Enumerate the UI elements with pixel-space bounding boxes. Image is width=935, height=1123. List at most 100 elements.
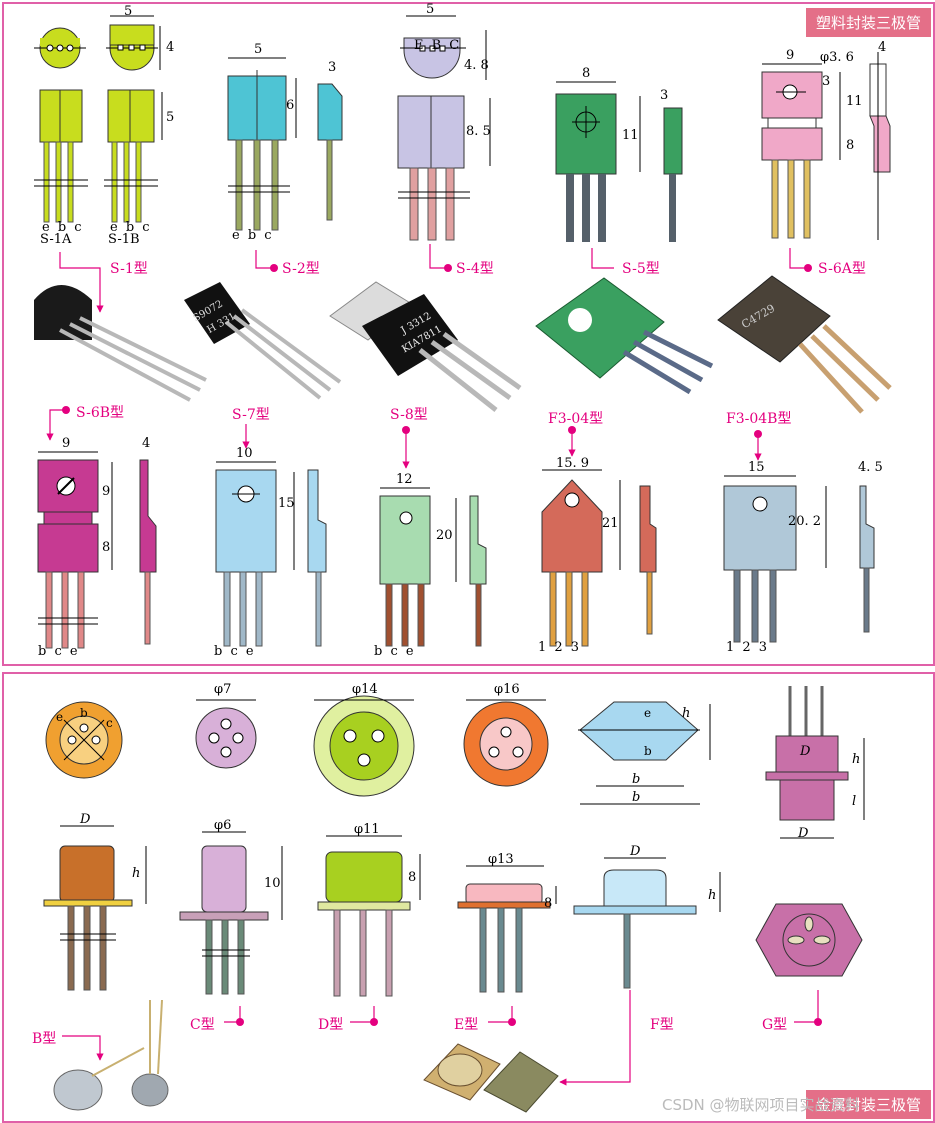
dim-s6a-h3: 8 <box>846 138 855 153</box>
top-callouts <box>46 244 808 469</box>
pins-s8: b c e <box>374 644 416 659</box>
dim-s2-t: 3 <box>328 60 337 75</box>
dim-s6b-t: 4 <box>142 436 151 451</box>
pins-s6b: b c e <box>38 644 80 659</box>
dim-f-b2: b <box>632 790 641 805</box>
dim-g-D: D <box>800 744 811 759</box>
type-label-f304b: F3-04B型 <box>726 411 792 427</box>
bottom-dots <box>236 1018 822 1026</box>
type-label-s7: S-7型 <box>232 407 270 423</box>
dim-f-h: h <box>682 706 691 721</box>
dim-s6a-h1: 3 <box>822 74 831 89</box>
s5-drawing <box>555 81 683 242</box>
dim-e-d: φ16 <box>494 682 520 697</box>
dim-s5-w: 8 <box>582 66 591 81</box>
dim-d2-h: 8 <box>408 870 417 885</box>
dim-s7-h: 15 <box>278 496 295 511</box>
b-side-view <box>43 825 147 991</box>
can-c-a: c <box>106 716 113 730</box>
pins-f304: 1 2 3 <box>538 640 582 655</box>
s2-drawing <box>227 57 343 231</box>
panel-title: 塑料封装三极管 <box>805 8 931 37</box>
s6b-drawing <box>37 451 157 649</box>
type-label-s1: S-1型 <box>110 261 148 277</box>
dim-s6b-h1: 9 <box>102 484 111 499</box>
type-label-s4: S-4型 <box>456 261 494 277</box>
dim-d2-d: φ11 <box>354 822 380 837</box>
d-top-view <box>313 695 415 797</box>
dim-c2-h: 10 <box>264 876 281 891</box>
subtype-s1b: S-1B <box>108 232 140 247</box>
dim-b2-h: h <box>132 866 141 881</box>
dim-c-d: φ7 <box>214 682 232 697</box>
dim-f2-h: h <box>708 888 717 903</box>
dim-f304b-h: 20. 2 <box>788 514 822 529</box>
type-label-b: B型 <box>32 1031 57 1047</box>
d-side-view <box>317 835 421 997</box>
type-label-e: E型 <box>454 1017 479 1033</box>
a-top-view <box>45 701 123 779</box>
dim-b2-D: D <box>80 812 91 827</box>
can-e-f: e <box>644 706 652 720</box>
s1-photo <box>34 285 207 402</box>
dim-s6a-t: 4 <box>878 40 887 55</box>
s2-photo <box>184 282 342 400</box>
dim-s2-w: 5 <box>254 42 263 57</box>
dim-s8-w: 12 <box>396 472 413 487</box>
pins-s2: e b c <box>232 228 274 243</box>
s4-drawing <box>397 15 491 241</box>
dim-f304b-w: 15 <box>748 460 765 475</box>
type-label-f: F型 <box>650 1017 674 1033</box>
pins-s1a: e b c <box>42 220 84 235</box>
dim-s4-h1: 4. 8 <box>464 58 489 73</box>
f304b-drawing <box>723 475 875 643</box>
s6a-photo <box>717 275 892 414</box>
dim-s6a-d: φ3. 6 <box>820 50 854 65</box>
dim-s1-h1: 4 <box>166 40 175 55</box>
dim-e2-d: φ13 <box>488 852 514 867</box>
dim-f304-w: 15. 9 <box>556 456 590 471</box>
g-top-view <box>755 903 863 977</box>
dim-s6b-w: 9 <box>62 436 71 451</box>
g-side-view <box>765 686 865 839</box>
type-label-c: C型 <box>190 1017 215 1033</box>
callout-dots <box>62 264 812 438</box>
dim-g-h: h <box>852 752 861 767</box>
type-label-s5: S-5型 <box>622 261 660 277</box>
watermark: CSDN @物联网项目实战资料 <box>662 1096 860 1114</box>
s4-photo <box>329 281 522 412</box>
dim-s4-w: 5 <box>426 2 435 17</box>
subtype-s1a: S-1A <box>40 232 72 247</box>
type-label-s6a: S-6A型 <box>818 261 866 277</box>
dim-s2-h: 6 <box>286 98 295 113</box>
dim-s8-h: 20 <box>436 528 453 543</box>
dim-s5-h: 11 <box>622 128 639 143</box>
pins-s4: E B C <box>414 38 462 53</box>
f-side-view <box>573 857 721 989</box>
s5-photo <box>535 277 714 395</box>
s1-drawing <box>34 15 163 223</box>
e-side-view <box>457 865 557 993</box>
dim-c2-d: φ6 <box>214 818 232 833</box>
e-top-view <box>463 699 549 787</box>
dim-s1-h2: 5 <box>166 110 175 125</box>
dim-s6a-w: 9 <box>786 48 795 63</box>
can-e-a: e <box>56 710 64 724</box>
c-side-view <box>179 831 283 995</box>
type-label-s6b: S-6B型 <box>76 405 125 421</box>
pins-s7: b c e <box>214 644 256 659</box>
type-label-s8: S-8型 <box>390 407 428 423</box>
dim-g-D1: D <box>798 826 809 841</box>
pins-f304b: 1 2 3 <box>726 640 770 655</box>
panel-tag: 金属封装三极管 <box>805 1090 931 1119</box>
pins-s1b: e b c <box>110 220 152 235</box>
f304-drawing <box>541 469 657 647</box>
dim-s7-w: 10 <box>236 446 253 461</box>
c-top-view <box>195 699 257 769</box>
s7-drawing <box>215 461 327 647</box>
s8-drawing <box>379 487 487 647</box>
dim-f304b-t: 4. 5 <box>858 460 883 475</box>
dim-f304-h: 21 <box>602 516 619 531</box>
dim-s1-w: 5 <box>124 4 133 19</box>
